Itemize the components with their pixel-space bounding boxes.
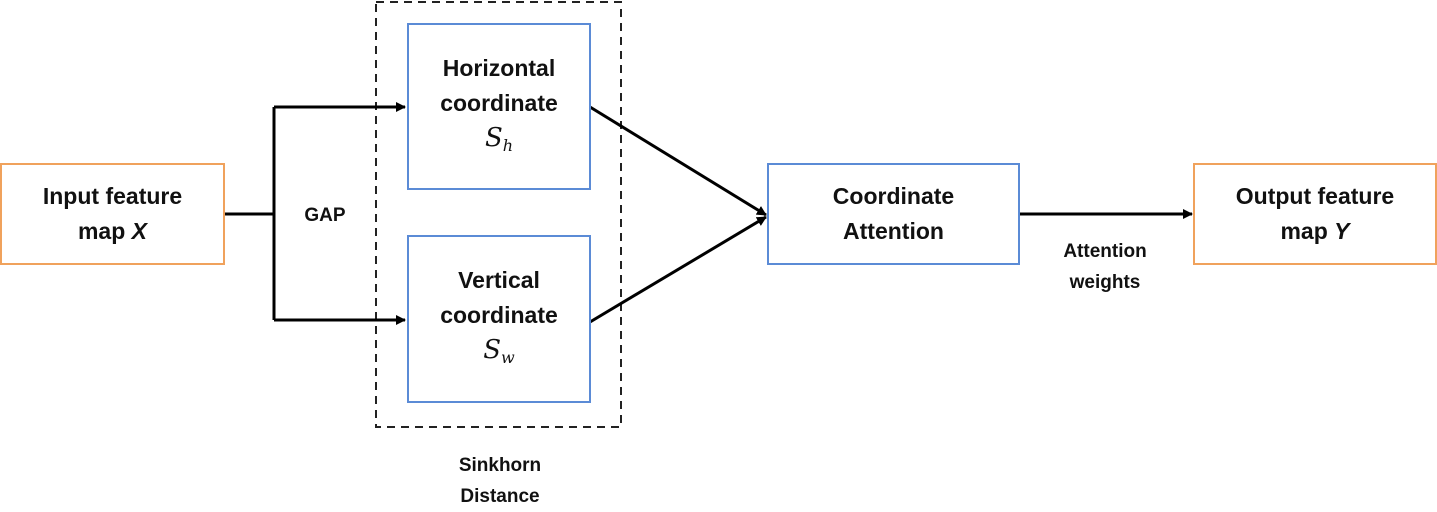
output-box-prefix: map [1280, 218, 1335, 244]
output-box-line1: Output feature [1235, 183, 1395, 209]
vertical-box-line2: coordinate [440, 302, 558, 328]
vertical-box-line1: Vertical [458, 267, 540, 293]
input-box-prefix: map [77, 218, 132, 244]
output-box-line2: map Y [1280, 214, 1349, 249]
vertical-coordinate-box: Vertical coordinate Sw [407, 235, 591, 403]
input-feature-map-box: Input feature map X [0, 163, 225, 265]
input-box-line1: Input feature [42, 183, 183, 209]
sinkhorn-line1: Sinkhorn [458, 455, 542, 476]
vertical-symbol-base: S [483, 335, 502, 365]
attention-weights-line2: weights [1069, 272, 1141, 293]
sinkhorn-line2: Distance [460, 486, 540, 507]
coordinate-attention-box: Coordinate Attention [767, 163, 1020, 265]
attention-box-line2: Attention [843, 218, 944, 244]
sinkhorn-distance-label: Sinkhorn Distance [430, 450, 570, 512]
arrow-vertical-to-attention [589, 215, 767, 324]
input-box-line2: map X [78, 214, 147, 249]
gap-label: GAP [304, 205, 346, 226]
vertical-symbol-subscript: w [501, 348, 515, 367]
input-variable-x: X [131, 218, 148, 244]
attention-weights-label: Attention weights [1040, 236, 1170, 298]
horizontal-symbol-base: S [484, 122, 503, 153]
horizontal-symbol: Sh [485, 121, 513, 163]
output-variable-y: Y [1334, 218, 1350, 244]
arrow-horizontal-to-attention [589, 105, 767, 217]
horizontal-box-line2: coordinate [440, 89, 558, 116]
output-feature-map-box: Output feature map Y [1193, 163, 1437, 265]
attention-box-line1: Coordinate [832, 183, 955, 209]
vertical-symbol: Sw [483, 333, 515, 375]
attention-weights-line1: Attention [1063, 241, 1147, 262]
sinkhorn-group-frame [375, 1, 622, 428]
horizontal-box-line1: Horizontal [442, 54, 556, 81]
horizontal-coordinate-box: Horizontal coordinate Sh [407, 23, 591, 190]
horizontal-symbol-subscript: h [502, 135, 514, 155]
